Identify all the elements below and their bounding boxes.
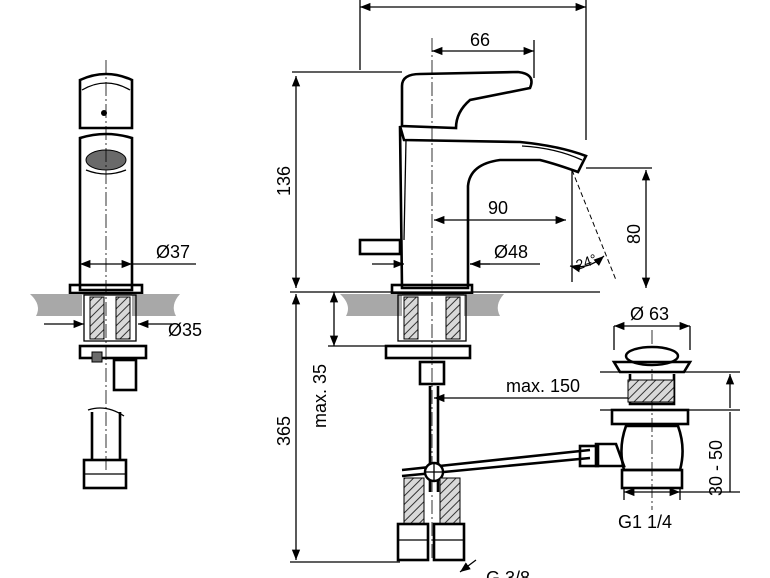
front-lever: [78, 72, 134, 130]
dim-adjustable-range: 30 - 50: [706, 440, 726, 496]
front-view: Ø37 Ø35: [30, 60, 202, 490]
dim-spout-projection: 90: [488, 198, 508, 218]
dim-spout-angle: 24°: [574, 251, 599, 273]
dim-below-counter-height: 365: [274, 416, 294, 446]
dim-overall-width: 149: [456, 0, 486, 4]
side-body: [398, 125, 588, 290]
dim-total-height: 136: [274, 166, 294, 196]
dim-lever-offset: 66: [470, 30, 490, 50]
dim-max-counter-thickness: max. 35: [310, 364, 330, 428]
side-lever: [400, 70, 533, 130]
dim-pull-rod-reach: max. 150: [506, 376, 580, 396]
dim-hose-connection: G 3/8: [486, 568, 530, 578]
side-view: 149 66 136 90 80 24° Ø48: [274, 0, 652, 578]
dim-shank-diameter: Ø35: [168, 320, 202, 340]
dim-thread: G1 1/4: [618, 512, 672, 532]
dim-spout-height: 80: [624, 224, 644, 244]
dim-base-diameter: Ø48: [494, 242, 528, 262]
dim-plug-diameter: Ø 63: [630, 304, 669, 324]
waste-fitting: Ø 63 30 - 50 G1 1/4: [594, 304, 740, 532]
dim-body-diameter: Ø37: [156, 242, 190, 262]
front-body: [78, 132, 134, 292]
